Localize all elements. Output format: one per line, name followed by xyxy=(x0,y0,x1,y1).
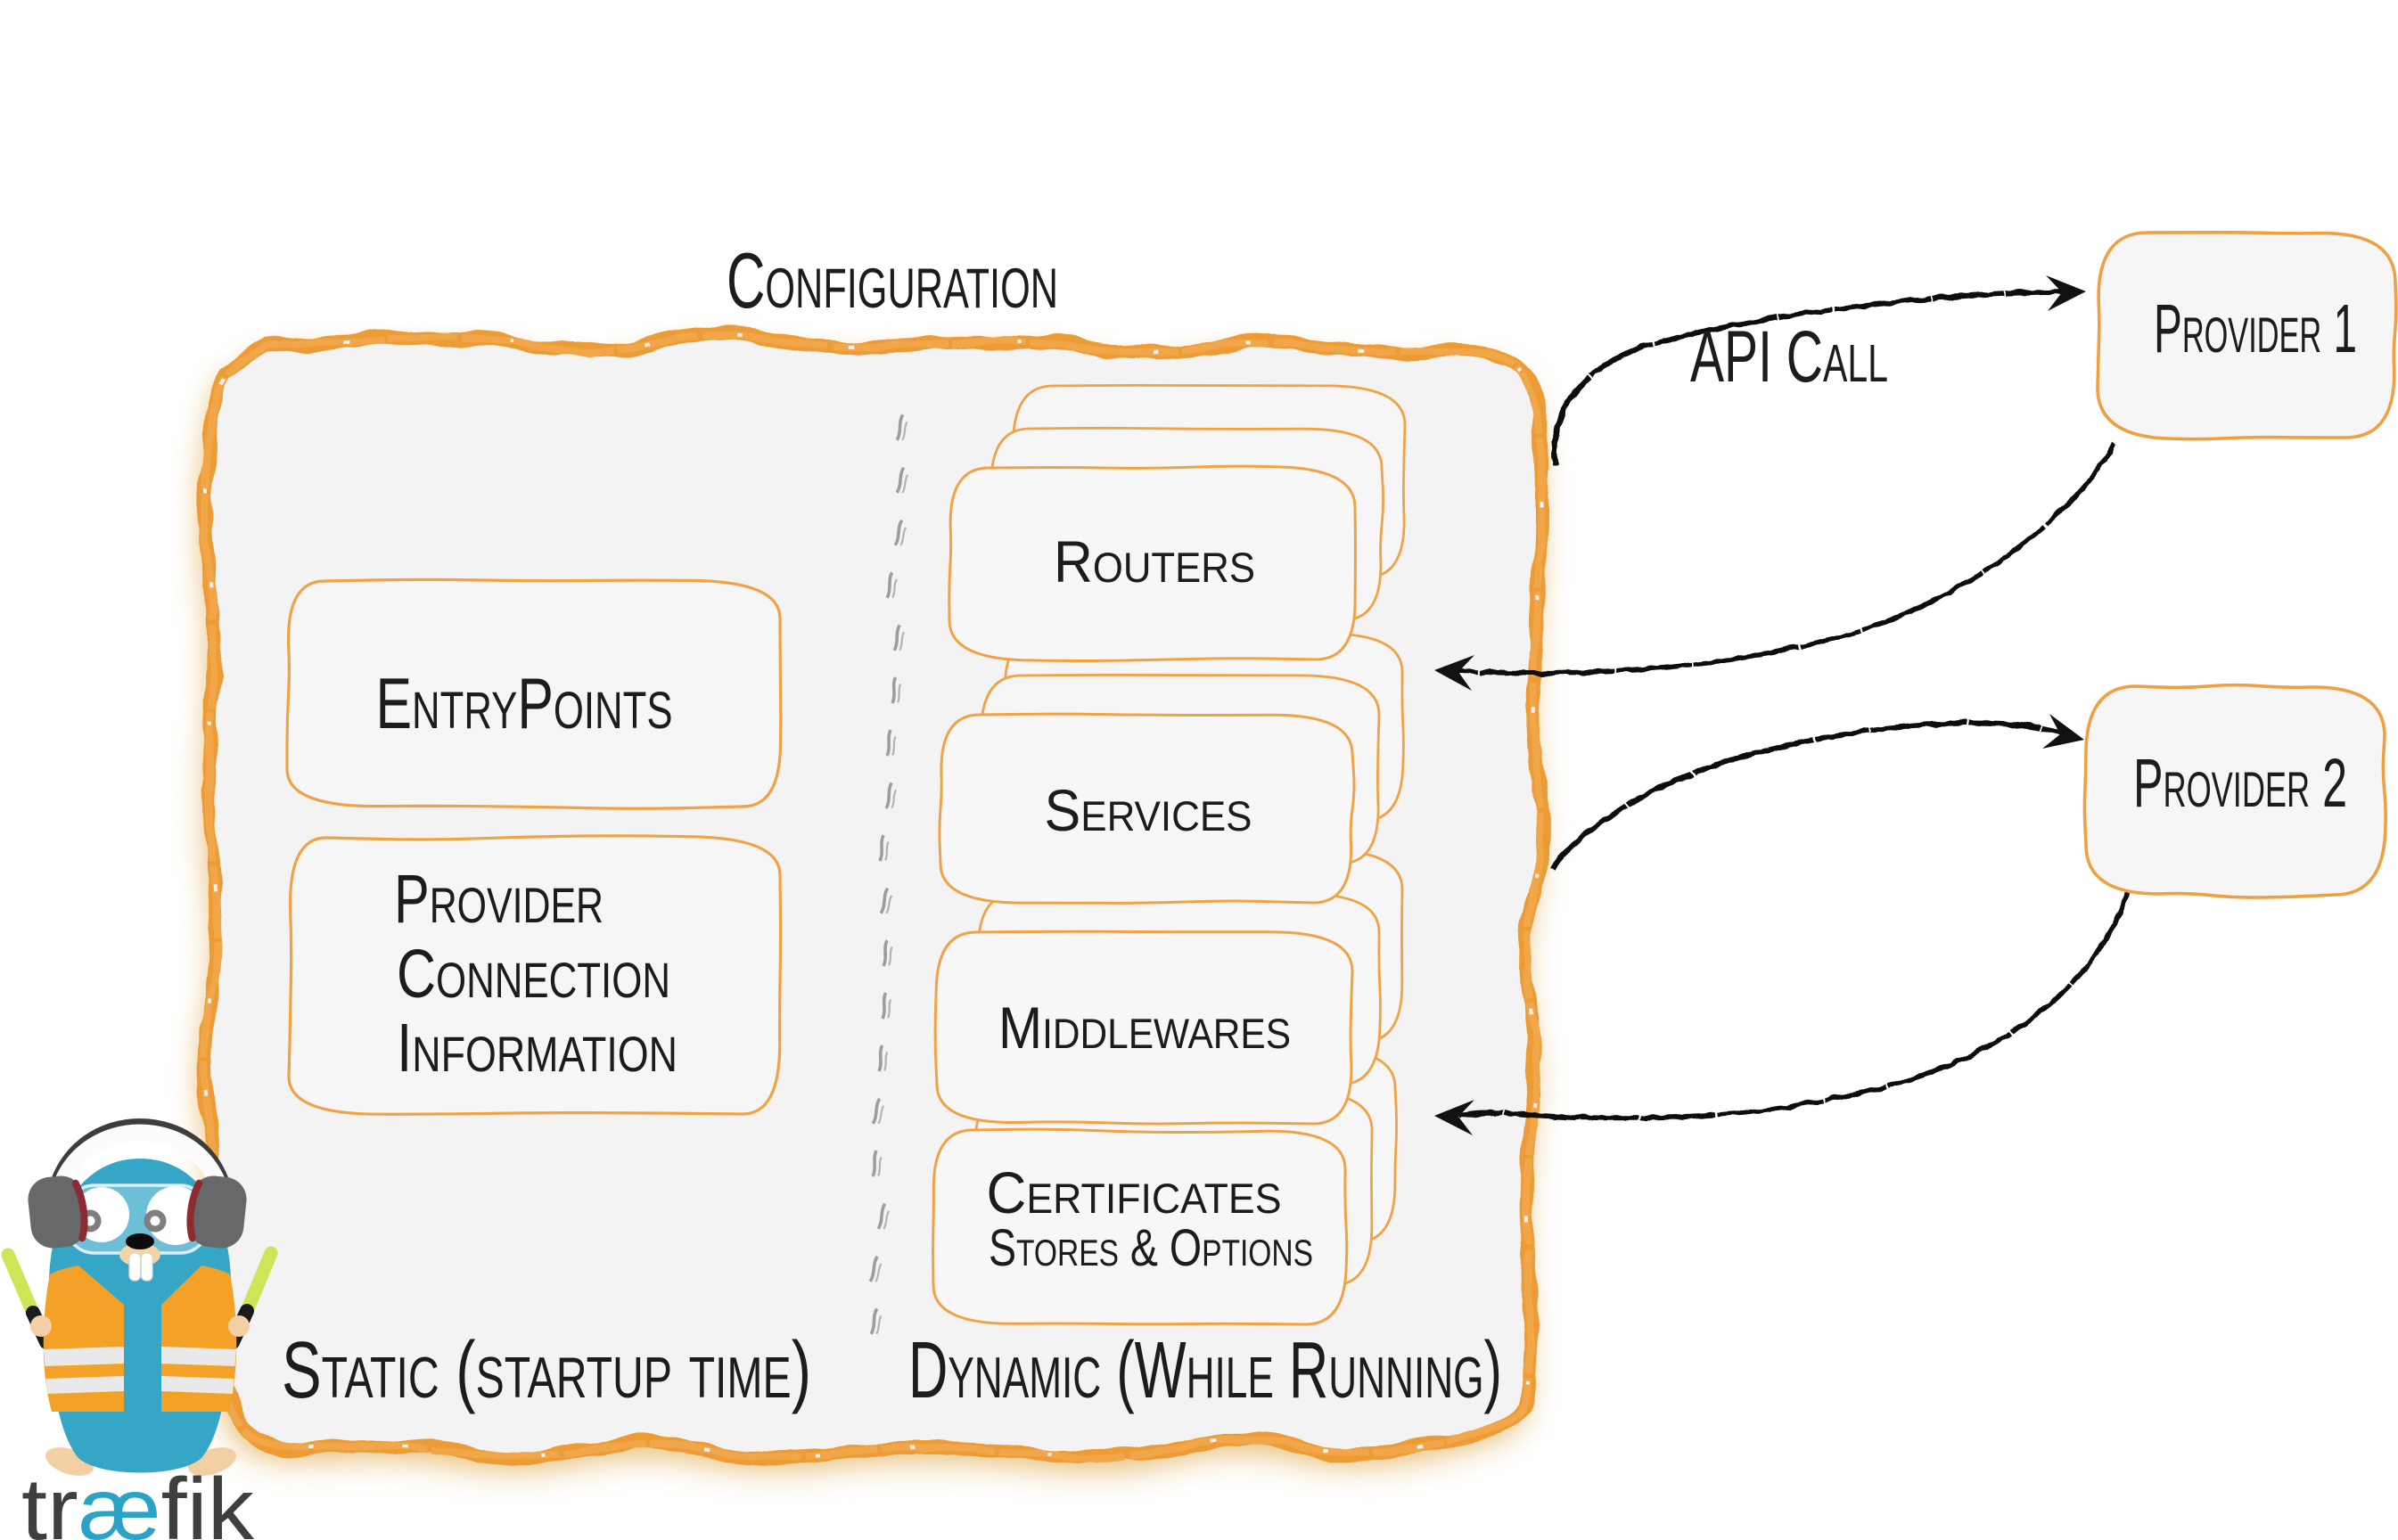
svg-text:CONFIGURATION: CONFIGURATION xyxy=(727,236,1058,324)
svg-text:PROVIDER: PROVIDER xyxy=(394,861,604,938)
svg-text:ENTRYPOINTS: ENTRYPOINTS xyxy=(376,664,673,744)
svg-text:ROUTERS: ROUTERS xyxy=(1054,528,1255,594)
svg-text:PROVIDER 2: PROVIDER 2 xyxy=(2133,745,2347,822)
svg-text:MIDDLEWARES: MIDDLEWARES xyxy=(998,995,1291,1061)
svg-text:DYNAMIC (WHILE RUNNING): DYNAMIC (WHILE RUNNING) xyxy=(908,1326,1502,1415)
svg-text:træfik: træfik xyxy=(21,1460,255,1540)
svg-text:API CALL: API CALL xyxy=(1690,316,1888,397)
svg-text:SERVICES: SERVICES xyxy=(1045,777,1252,843)
svg-text:STATIC (STARTUP TIME): STATIC (STARTUP TIME) xyxy=(282,1326,811,1415)
svg-text:STORES & OPTIONS: STORES & OPTIONS xyxy=(989,1219,1313,1277)
svg-text:CERTIFICATES: CERTIFICATES xyxy=(987,1159,1282,1225)
svg-text:CONNECTION: CONNECTION xyxy=(397,936,670,1012)
svg-text:INFORMATION: INFORMATION xyxy=(397,1010,678,1086)
svg-text:PROVIDER 1: PROVIDER 1 xyxy=(2154,291,2357,367)
